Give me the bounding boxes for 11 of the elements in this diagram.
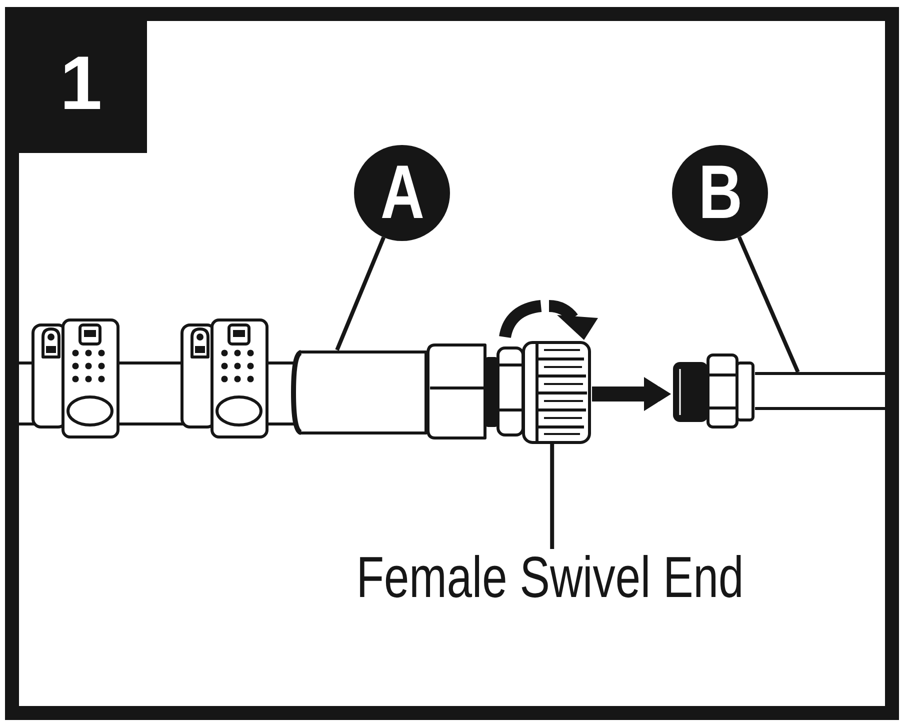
hose-sleeve	[291, 350, 428, 435]
leader-line	[550, 444, 554, 549]
threaded-fitting	[671, 353, 755, 429]
arrow	[592, 377, 671, 412]
leader-line	[335, 236, 386, 351]
part-label: Female Swivel End	[356, 549, 744, 607]
supply-pipe	[755, 372, 885, 410]
swivel-nut	[522, 341, 592, 444]
callout-circle: B	[672, 145, 768, 241]
callout-circle: A	[354, 145, 450, 241]
leader-line	[737, 236, 800, 373]
